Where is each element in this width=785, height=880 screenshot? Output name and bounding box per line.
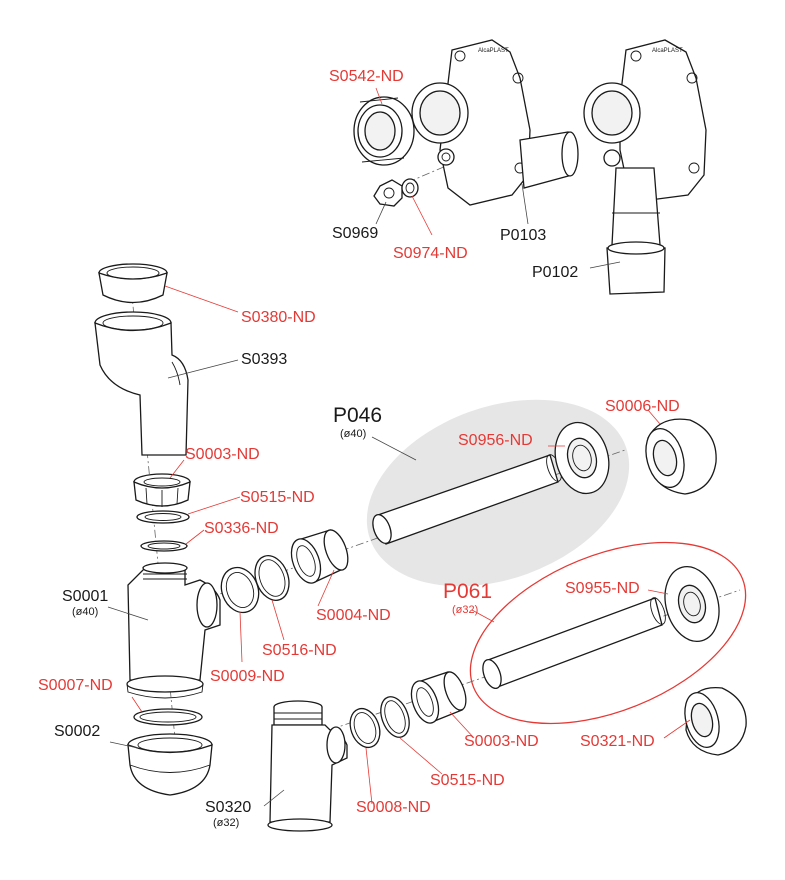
- part-s0515-top: [136, 510, 190, 524]
- part-s0542: [353, 96, 415, 166]
- label-s0515-top: S0515-ND: [240, 489, 315, 506]
- brand-mark-p0103: AlcaPLAST: [478, 48, 509, 54]
- part-s0336-inner: [147, 542, 181, 550]
- label-s0516: S0516-ND: [262, 642, 337, 659]
- brand-mark-p0102: AlcaPLAST: [652, 48, 683, 54]
- label-s0321: S0321-ND: [580, 733, 655, 750]
- part-p061: [482, 597, 666, 690]
- label-s0969: S0969: [332, 225, 378, 242]
- part-s0516: [254, 555, 290, 601]
- part-s0006: [645, 418, 717, 495]
- label-s0003-top: S0003-ND: [185, 446, 260, 463]
- part-s0001: [126, 562, 221, 699]
- part-s0008-inner: [353, 712, 377, 744]
- label-s0320: S0320: [205, 799, 251, 816]
- label-s0009: S0009-ND: [210, 668, 285, 685]
- label-p046: P046: [333, 404, 382, 427]
- label-s0001: S0001: [62, 588, 108, 605]
- label-p0102: P0102: [532, 264, 578, 281]
- part-s0007: [133, 708, 203, 726]
- part-s0393: [94, 311, 189, 456]
- part-s0516-inner: [258, 559, 286, 597]
- label-p046-sub: (ø40): [340, 428, 366, 440]
- label-s0004: S0004-ND: [316, 607, 391, 624]
- part-s0380: [98, 263, 168, 304]
- part-s0009-inner: [225, 572, 255, 608]
- part-s0515-bottom-inner: [384, 700, 406, 734]
- label-s0542: S0542-ND: [329, 68, 404, 85]
- part-s0008: [349, 707, 381, 749]
- label-p061: P061: [443, 580, 492, 603]
- part-s0956: [554, 421, 610, 495]
- part-s0003-bottom: [410, 671, 467, 724]
- label-s0393: S0393: [241, 351, 287, 368]
- label-s0956: S0956-ND: [458, 432, 533, 449]
- part-s0955: [664, 566, 720, 642]
- part-labels: S0542-ND S0969 S0974-ND P0103 P0102 S038…: [38, 68, 680, 829]
- part-s0003-top: [133, 473, 191, 507]
- part-s0515-bottom: [380, 696, 410, 738]
- label-s0336: S0336-ND: [204, 520, 279, 537]
- part-s0007-inner: [139, 711, 197, 723]
- label-s0002: S0002: [54, 723, 100, 740]
- leader-lines: [107, 87, 691, 807]
- part-s0515-top-inner: [144, 513, 182, 521]
- part-s0974: [401, 178, 419, 198]
- label-p061-sub: (ø32): [452, 604, 478, 616]
- label-s0515-bottom: S0515-ND: [430, 772, 505, 789]
- label-s0320-sub: (ø32): [213, 817, 239, 829]
- part-s0321: [684, 686, 747, 756]
- label-s0008: S0008-ND: [356, 799, 431, 816]
- part-p0103: AlcaPLAST: [411, 39, 579, 206]
- part-s0969: [373, 179, 403, 207]
- label-s0001-sub: (ø40): [72, 606, 98, 618]
- part-s0004: [290, 529, 349, 584]
- label-s0003-bottom: S0003-ND: [464, 733, 539, 750]
- label-s0006: S0006-ND: [605, 398, 680, 415]
- label-s0955: S0955-ND: [565, 580, 640, 597]
- label-s0007: S0007-ND: [38, 677, 113, 694]
- label-s0380: S0380-ND: [241, 309, 316, 326]
- label-p0103: P0103: [500, 227, 546, 244]
- p061-highlight-zone: [469, 541, 747, 725]
- label-s0974: S0974-ND: [393, 245, 468, 262]
- part-p0102: AlcaPLAST: [583, 39, 707, 295]
- part-s0002: [127, 733, 213, 796]
- part-s0320: [267, 700, 348, 832]
